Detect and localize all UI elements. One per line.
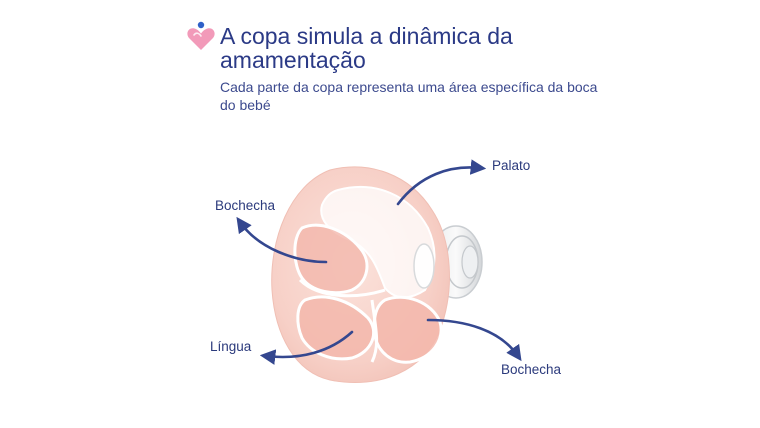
arrow-bochecha-left bbox=[236, 216, 328, 264]
label-bochecha-right: Bochecha bbox=[501, 362, 562, 377]
arrow-palato bbox=[396, 159, 487, 206]
label-lingua: Língua bbox=[210, 339, 252, 354]
label-palato: Palato bbox=[492, 158, 531, 173]
page-title: A copa simula a dinâmica da amamentação bbox=[220, 23, 513, 73]
label-bochecha-left: Bochecha bbox=[215, 198, 276, 213]
arrow-bochecha-right bbox=[426, 318, 522, 362]
arrow-lingua bbox=[259, 330, 354, 365]
cup-inner-shell bbox=[293, 185, 443, 364]
page-subtitle: Cada parte da copa representa uma área e… bbox=[220, 79, 598, 113]
heart-logo-icon bbox=[187, 21, 215, 50]
